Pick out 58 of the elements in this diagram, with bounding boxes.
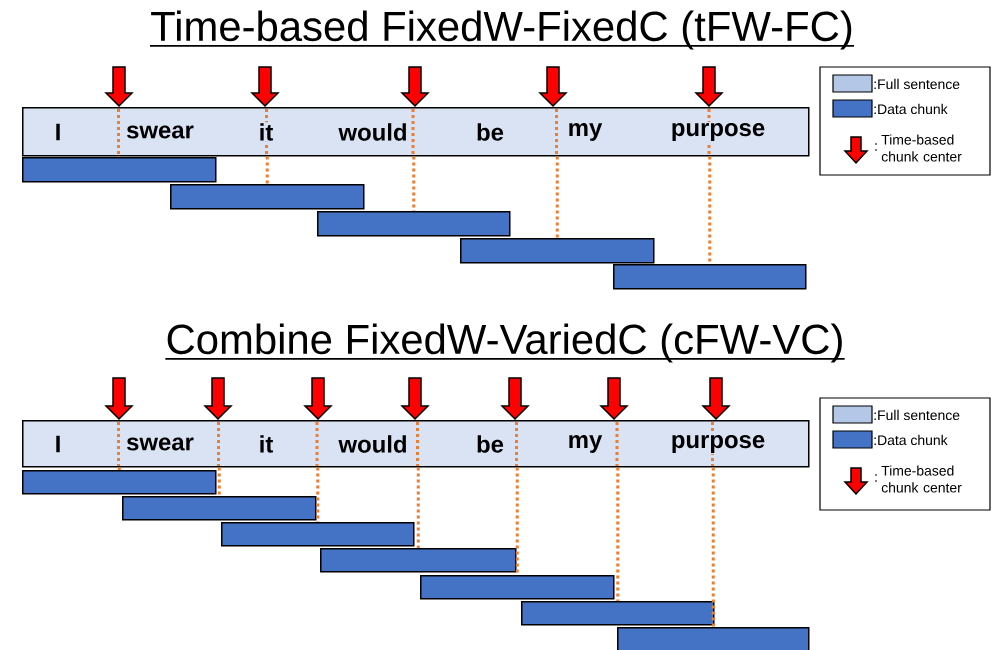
dotted-line bbox=[616, 467, 620, 601]
dotted-line bbox=[416, 467, 420, 548]
legend-colon: : bbox=[875, 474, 877, 482]
chunk-center-arrow bbox=[701, 377, 731, 421]
chunk-center-arrow bbox=[250, 66, 280, 108]
dotted-line bbox=[316, 467, 320, 522]
legend-text: Time-based chunk center bbox=[881, 465, 962, 493]
dotted-line bbox=[515, 467, 519, 575]
chunk-center-arrow bbox=[203, 377, 233, 421]
dotted-line bbox=[555, 156, 559, 238]
legend-text: :Data chunk bbox=[874, 103, 948, 115]
data-chunk-bar bbox=[460, 238, 655, 264]
data-chunk-bar bbox=[22, 157, 217, 183]
word: would bbox=[337, 122, 409, 142]
chunk-center-arrow bbox=[538, 66, 568, 108]
chunk-center-arrow bbox=[694, 66, 724, 108]
chunk-center-arrow bbox=[303, 377, 333, 421]
word: swear bbox=[125, 124, 195, 140]
chunk-center-arrow bbox=[599, 377, 629, 421]
dotted-line bbox=[265, 156, 269, 184]
dotted-line bbox=[117, 156, 121, 157]
data-chunk-bar bbox=[617, 627, 810, 650]
data-chunk-bar bbox=[521, 601, 715, 626]
dotted-line bbox=[711, 467, 715, 627]
data-chunk-bar bbox=[420, 575, 615, 600]
chunk-center-arrow bbox=[104, 66, 134, 108]
word: would bbox=[337, 434, 409, 454]
word: my bbox=[566, 122, 604, 142]
chunk-center-arrow bbox=[400, 66, 430, 108]
word: my bbox=[566, 434, 604, 454]
chunk-center-arrow bbox=[104, 377, 134, 421]
panel-title: Combine FixedW-VariedC (cFW-VC) bbox=[164, 323, 846, 363]
legend-text: :Full sentence bbox=[874, 409, 960, 421]
data-chunk-bar bbox=[22, 470, 217, 495]
word: I bbox=[53, 434, 63, 454]
legend-colon: : bbox=[875, 143, 877, 151]
data-chunk-bar bbox=[122, 496, 317, 521]
dotted-line bbox=[412, 156, 416, 211]
dotted-line bbox=[708, 156, 712, 264]
legend-text: Time-based chunk center bbox=[881, 134, 962, 162]
dotted-line bbox=[117, 467, 121, 470]
panel-title: Time-based FixedW-FixedC (tFW-FC) bbox=[149, 10, 855, 50]
word: purpose bbox=[669, 434, 767, 454]
word: purpose bbox=[669, 122, 767, 142]
legend-text: :Data chunk bbox=[874, 434, 948, 446]
chunk-center-arrow bbox=[400, 377, 430, 421]
legend-text: :Full sentence bbox=[874, 78, 960, 90]
word: be bbox=[475, 122, 505, 142]
word: swear bbox=[125, 436, 195, 452]
chunk-center-arrow bbox=[500, 377, 530, 421]
dotted-line bbox=[217, 467, 221, 496]
data-chunk-bar bbox=[170, 184, 365, 210]
word: I bbox=[53, 122, 63, 142]
data-chunk-bar bbox=[221, 522, 415, 547]
data-chunk-bar bbox=[613, 264, 807, 290]
word: be bbox=[475, 434, 505, 454]
data-chunk-bar bbox=[320, 548, 517, 573]
data-chunk-bar bbox=[317, 211, 511, 237]
